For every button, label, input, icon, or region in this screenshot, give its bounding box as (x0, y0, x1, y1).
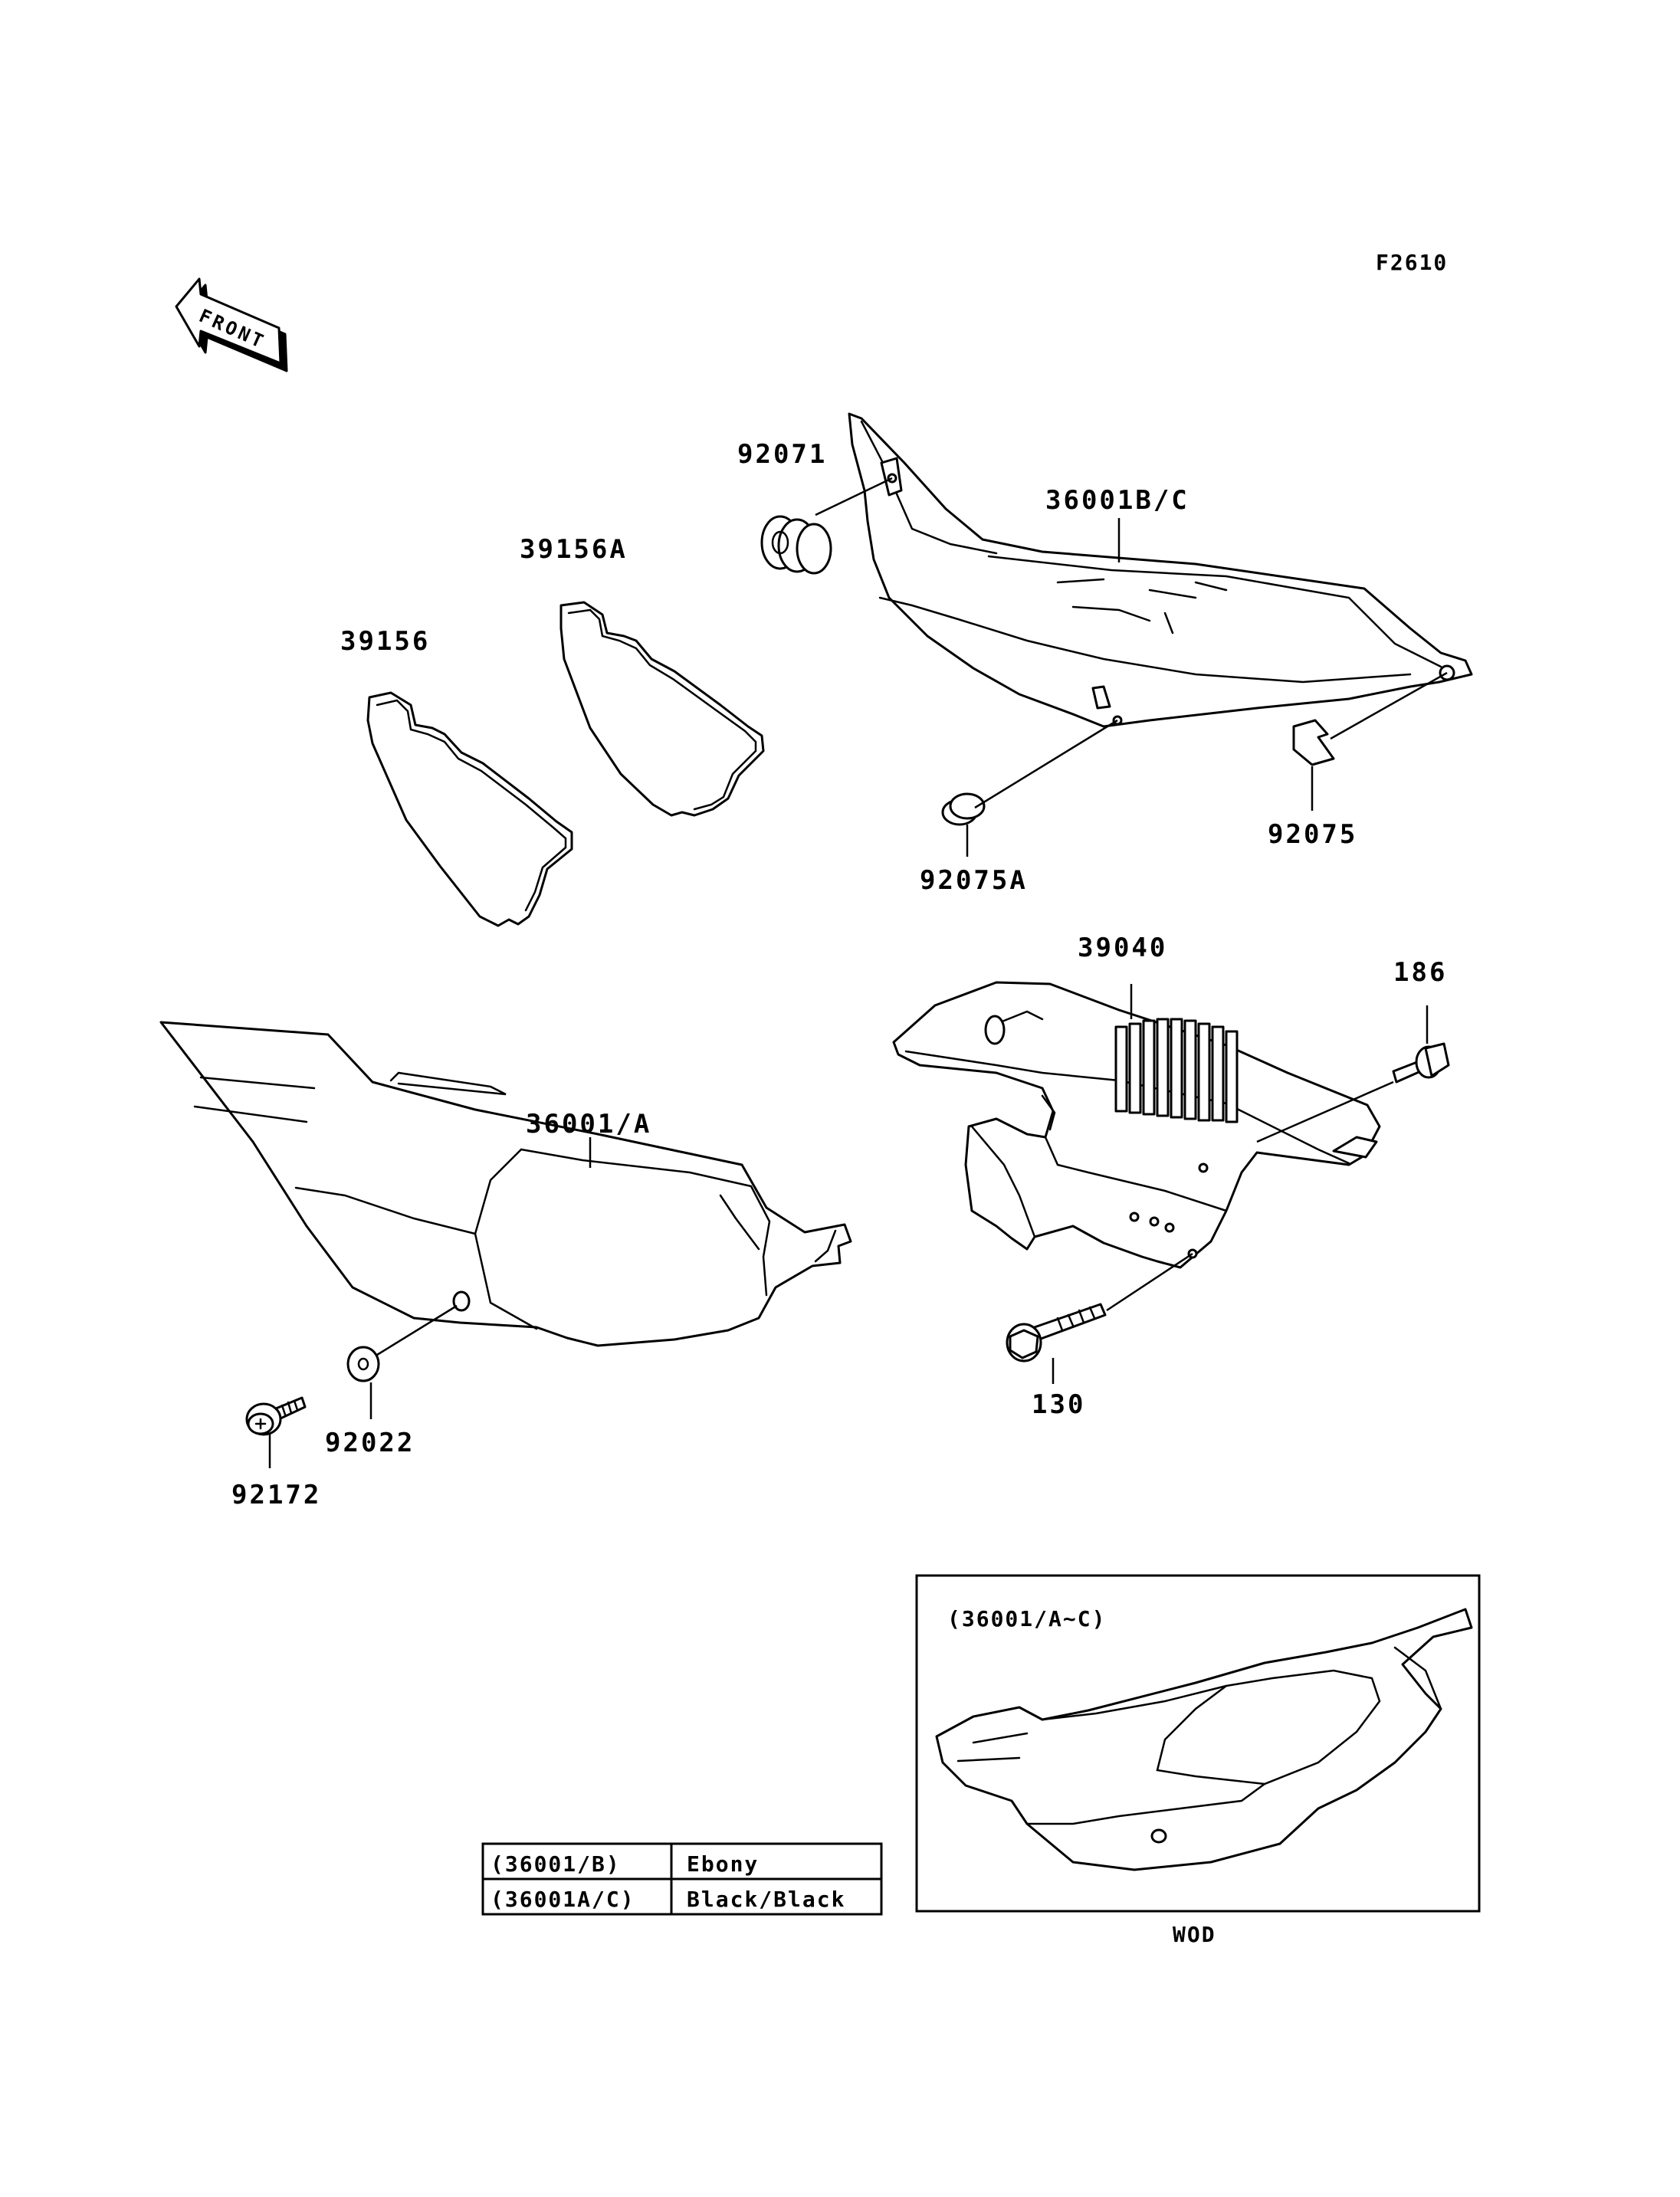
part-label-130: 130 (1032, 1389, 1085, 1420)
color-table-part-2: (36001A/C) (491, 1887, 635, 1912)
color-table-color-1: Ebony (687, 1851, 759, 1877)
figure-code: F2610 (1376, 250, 1448, 275)
pad-39156a (559, 601, 765, 817)
washer-92022 (346, 1346, 380, 1382)
color-table-color-2: Black/Black (687, 1887, 845, 1912)
part-label-92071: 92071 (737, 439, 827, 470)
part-label-39156a: 39156A (520, 534, 628, 565)
clip-92075 (1292, 719, 1335, 766)
part-label-92075: 92075 (1268, 819, 1357, 850)
part-label-36001a: 36001/A (526, 1109, 651, 1139)
part-label-92075a: 92075A (920, 865, 1028, 896)
inset-panel: (36001/A~C) WOD (915, 1574, 1481, 1947)
grommet-92075a (941, 792, 986, 826)
part-label-92172: 92172 (231, 1480, 321, 1510)
part-label-186: 186 (1393, 957, 1447, 988)
part-label-92022: 92022 (325, 1428, 415, 1458)
bolt-186 (1392, 1042, 1450, 1084)
front-arrow-icon: FRONT (175, 277, 288, 372)
part-label-39156: 39156 (340, 626, 430, 657)
inset-title: (36001/A~C) (947, 1606, 1106, 1631)
color-table: (36001/B) Ebony (36001A/C) Black/Black (481, 1842, 883, 1916)
side-cover-lower (159, 1021, 852, 1347)
screw-92172 (245, 1396, 307, 1436)
inset-caption: WOD (1173, 1922, 1216, 1947)
part-label-39040: 39040 (1078, 933, 1167, 963)
side-cover-upper (848, 412, 1473, 728)
pad-39156 (366, 691, 573, 927)
color-table-part-1: (36001/B) (491, 1851, 621, 1877)
bolt-130 (1006, 1303, 1107, 1362)
grommet-92071 (760, 515, 832, 575)
heat-guard-39040 (892, 981, 1381, 1269)
part-label-36001bc: 36001B/C (1045, 485, 1189, 516)
